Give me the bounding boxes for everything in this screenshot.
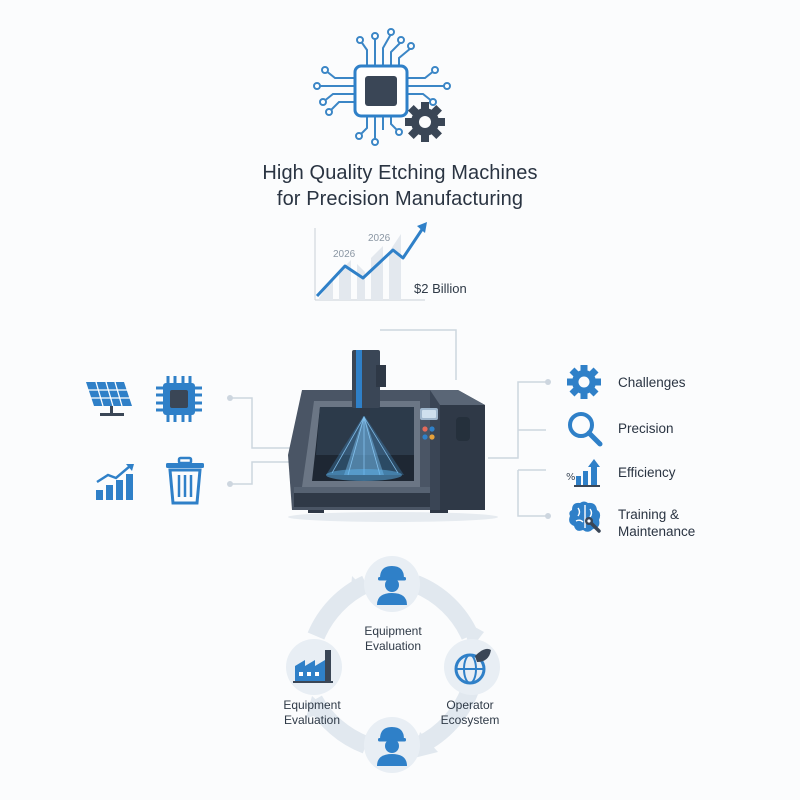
cycle-label-right-line1: Operator: [446, 698, 494, 712]
cycle-label-right-line2: Ecosystem: [440, 713, 500, 727]
cycle-label-right: Operator Ecosystem: [420, 698, 520, 728]
feature-label-efficiency: Efficiency: [618, 465, 676, 480]
chip-icon: [156, 376, 202, 422]
feature-label-precision: Precision: [618, 421, 674, 436]
feature-label-challenges: Challenges: [618, 375, 686, 390]
trash-icon: [166, 456, 204, 505]
title-line-2: for Precision Manufacturing: [276, 188, 524, 210]
worker-icon-bottom: [364, 717, 420, 773]
factory-icon: [286, 639, 342, 695]
cycle-label-center-line2: Evaluation: [364, 639, 422, 653]
page-title: High Quality Etching Machines for Precis…: [0, 160, 800, 212]
title-line-1: High Quality Etching Machines: [262, 162, 538, 184]
percent-arrow-icon: %: [566, 459, 600, 487]
worker-icon: [364, 556, 420, 612]
cycle-label-left-line2: Evaluation: [283, 713, 341, 727]
cycle-label-center-line1: Equipment: [364, 624, 422, 638]
brain-wrench-icon: [569, 501, 601, 533]
circuit-chip-icon: [313, 28, 451, 146]
svg-text:%: %: [566, 472, 576, 483]
cycle-label-center: Equipment Evaluation: [340, 624, 446, 654]
etching-machine: [288, 350, 498, 522]
year-label-left: 2026: [333, 249, 356, 260]
feature-label-training-line2: Maintenance: [618, 524, 696, 539]
cycle-label-left-line1: Equipment: [283, 698, 341, 712]
magnifier-icon: [568, 412, 603, 447]
year-label-right: 2026: [368, 233, 391, 244]
globe-leaf-icon: [444, 639, 500, 695]
solar-panel-icon: [86, 381, 132, 416]
gear-icon: [567, 365, 601, 399]
market-growth-chart: [314, 222, 427, 301]
cycle-label-left: Equipment Evaluation: [262, 698, 362, 728]
market-value: $2 Billion: [414, 281, 467, 296]
feature-label-training-maintenance: Training & Maintenance: [618, 506, 695, 540]
feature-label-training-line1: Training &: [618, 507, 680, 522]
growth-chart-icon: [96, 464, 134, 500]
